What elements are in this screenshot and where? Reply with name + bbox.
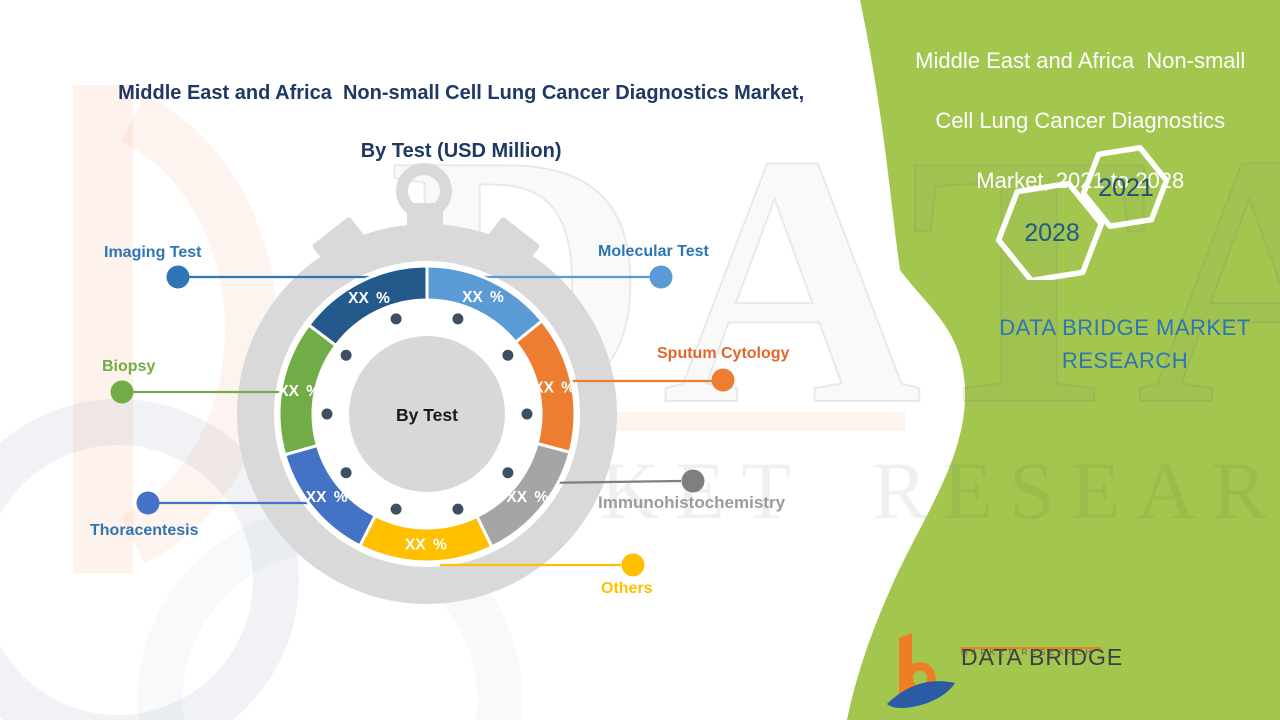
tick-dot <box>321 408 333 420</box>
value-label-immunohistochemistry: XX % <box>506 489 548 506</box>
chart-title: Middle East and Africa Non-small Cell Lu… <box>50 50 850 195</box>
donut-segments <box>277 264 577 564</box>
hexagon-year-2028: 2028 <box>1024 219 1080 247</box>
stopwatch-donut-chart: By Test XX % XX % XX % XX % XX % XX % XX % <box>110 163 735 604</box>
databridge-logo-icon <box>887 633 955 708</box>
footer-logo-underline <box>961 647 1101 649</box>
center-circle <box>349 336 505 492</box>
center-label: By Test <box>396 405 458 425</box>
hexagon-2021 <box>1080 145 1170 229</box>
segment-imaging-test <box>306 264 429 348</box>
stopwatch-crown-stem <box>407 203 443 227</box>
tick-dot <box>340 349 352 361</box>
watermark-d-stem <box>73 85 133 573</box>
value-label-thoracentesis: XX % <box>306 489 348 506</box>
tick-dots <box>321 313 533 515</box>
green-panel-shape <box>847 0 1280 720</box>
panel-title-line1: Middle East and Africa Non-small <box>915 48 1246 73</box>
footer-logo-subtitle: MARKET RESEARCH <box>961 648 1095 657</box>
value-label-molecular-test: XX % <box>462 289 504 306</box>
brand-text: DATA BRIDGE MARKET RESEARCH <box>955 311 1280 377</box>
footer-logo: DATA BRIDGE MARKET RESEARCH <box>885 628 1125 714</box>
hexagon-2028 <box>995 180 1105 280</box>
year-hexagons: 2021 2028 <box>995 145 1170 280</box>
category-label-biopsy: Biopsy <box>102 358 156 375</box>
label-dot-thoracentesis <box>136 491 160 515</box>
tick-dot <box>390 503 402 515</box>
label-dot-biopsy <box>110 380 134 404</box>
value-label-sputum-cytology: XX % <box>533 379 575 396</box>
logo-d-swoosh <box>887 681 955 708</box>
brand-line2: RESEARCH <box>1061 348 1189 373</box>
label-dot-sputum-cytology <box>711 368 735 392</box>
tick-dot <box>452 313 464 325</box>
watermark-peach-band <box>560 412 905 431</box>
category-label-others: Others <box>601 580 653 597</box>
label-dot-imaging-test <box>166 265 190 289</box>
chart-title-line1: Middle East and Africa Non-small Cell Lu… <box>118 82 805 104</box>
hexagon-year-2021: 2021 <box>1098 174 1154 202</box>
category-label-molecular-test: Molecular Test <box>598 243 709 260</box>
chart-title-line2: By Test (USD Million) <box>360 140 562 162</box>
tick-dot <box>521 408 533 420</box>
tick-dot <box>502 349 514 361</box>
brand-line1: DATA BRIDGE MARKET <box>999 315 1251 340</box>
panel-title-line2: Cell Lung Cancer Diagnostics <box>935 108 1226 133</box>
tick-dot <box>502 467 514 479</box>
panel-title: Middle East and Africa Non-small Cell Lu… <box>882 16 1254 226</box>
category-label-imaging-test: Imaging Test <box>104 244 202 261</box>
label-dot-immunohistochemistry <box>681 469 705 493</box>
tick-dot <box>340 467 352 479</box>
label-dot-molecular-test <box>649 265 673 289</box>
category-label-immunohistochemistry: Immunohistochemistry <box>598 493 786 512</box>
watermark-d-bowl <box>121 94 277 564</box>
tick-dot <box>452 503 464 515</box>
value-label-others: XX % <box>405 536 447 553</box>
value-label-imaging-test: XX % <box>348 290 390 307</box>
tick-dot <box>390 313 402 325</box>
panel-title-line3: Market, 2021 to 2028 <box>976 168 1185 193</box>
value-label-biopsy: XX % <box>278 383 320 400</box>
category-label-sputum-cytology: Sputum Cytology <box>657 345 790 362</box>
category-label-thoracentesis: Thoracentesis <box>90 522 199 539</box>
leader-line-immunohistochemistry <box>539 479 682 485</box>
label-dot-others <box>621 553 645 577</box>
label-dots <box>110 265 735 577</box>
watermark-swoosh-circle <box>0 399 299 720</box>
segment-value-labels: XX % XX % XX % XX % XX % XX % XX % <box>278 289 575 553</box>
